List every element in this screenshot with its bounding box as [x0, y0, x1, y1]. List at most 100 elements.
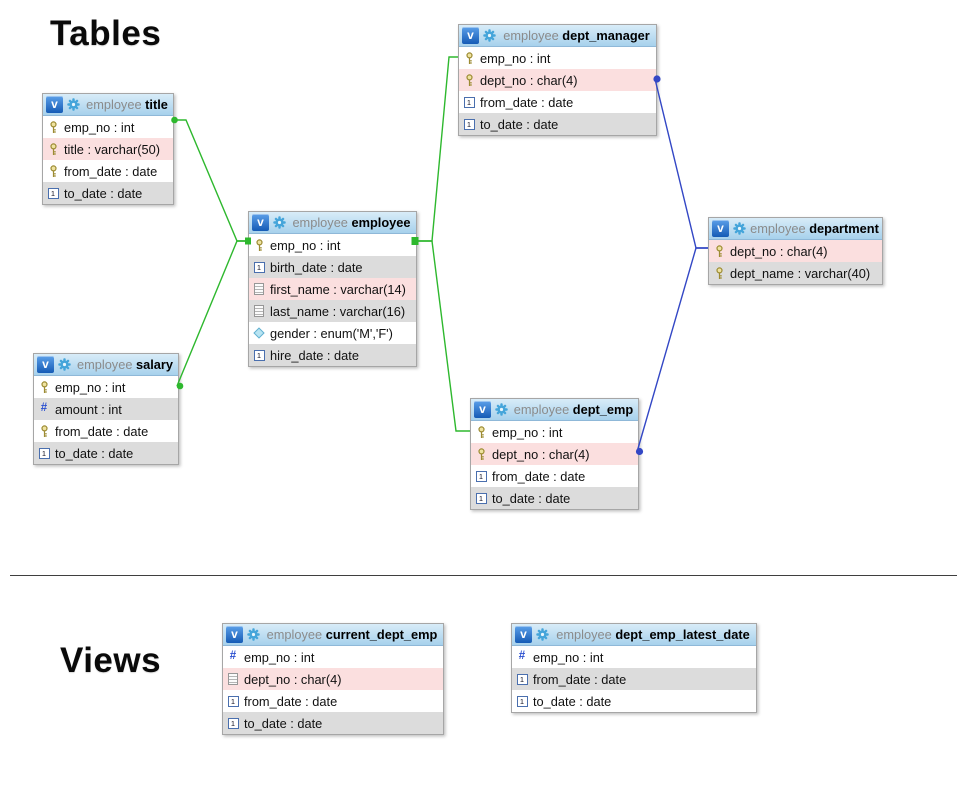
table-header[interactable]: v employee employee [249, 212, 416, 234]
column-row: to_date : date [459, 113, 656, 135]
column-row: to_date : date [34, 442, 178, 464]
table-card-title[interactable]: v employee title emp_no : int title : va… [42, 93, 174, 205]
column-row: dept_name : varchar(40) [709, 262, 882, 284]
schema-name: employee [513, 402, 570, 417]
view-badge-icon: v [515, 626, 532, 643]
table-title: employee title [84, 97, 170, 112]
column-label: from_date : date [492, 468, 586, 484]
schema-name: employee [76, 357, 133, 372]
column-row: hire_date : date [249, 344, 416, 366]
table-card-dept-manager[interactable]: v employee dept_manager emp_no : int dep… [458, 24, 657, 136]
column-row: from_date : date [43, 160, 173, 182]
column-row: to_date : date [512, 690, 756, 712]
column-row: emp_no : int [34, 376, 178, 398]
column-row: gender : enum('M','F') [249, 322, 416, 344]
table-title: employee dept_manager [500, 28, 653, 43]
primary-key-icon [47, 164, 59, 178]
column-label: to_date : date [55, 445, 134, 461]
primary-key-icon [463, 51, 475, 65]
table-name: salary [136, 357, 174, 372]
gear-icon [58, 358, 71, 371]
gear-icon [495, 403, 508, 416]
table-card-dept-emp[interactable]: v employee dept_emp emp_no : int dept_no… [470, 398, 639, 510]
gear-icon [67, 98, 80, 111]
date-icon [516, 695, 528, 707]
column-label: emp_no : int [533, 649, 604, 665]
table-header[interactable]: v employee salary [34, 354, 178, 376]
relation-line-dept-emp-department [636, 247, 708, 453]
table-name: employee [351, 215, 411, 230]
column-label: dept_no : char(4) [480, 72, 578, 88]
numeric-icon [516, 651, 528, 663]
text-icon [253, 305, 265, 317]
column-row: to_date : date [43, 182, 173, 204]
column-label: to_date : date [244, 715, 323, 731]
table-header[interactable]: v employee dept_emp [471, 399, 638, 421]
column-label: from_date : date [244, 693, 338, 709]
column-label: from_date : date [55, 423, 149, 439]
primary-key-icon [713, 244, 725, 258]
schema-name: employee [266, 627, 323, 642]
date-icon [253, 261, 265, 273]
relation-line-title-employee [172, 119, 248, 242]
column-label: emp_no : int [64, 119, 135, 135]
table-card-salary[interactable]: v employee salary emp_no : int amount : … [33, 353, 179, 465]
table-card-employee[interactable]: v employee employee emp_no : int birth_d… [248, 211, 417, 367]
column-row: from_date : date [34, 420, 178, 442]
column-row: to_date : date [223, 712, 443, 734]
table-name: dept_manager [562, 28, 650, 43]
table-header[interactable]: v employee current_dept_emp [223, 624, 443, 646]
section-divider [10, 575, 957, 576]
gear-icon [483, 29, 496, 42]
column-row: emp_no : int [512, 646, 756, 668]
primary-key-icon [47, 120, 59, 134]
table-name: dept_emp_latest_date [615, 627, 750, 642]
date-icon [227, 717, 239, 729]
relation-line-salary-employee [176, 240, 248, 387]
relation-line-dept-emp-employee [415, 240, 470, 432]
primary-key-icon [475, 425, 487, 439]
column-label: dept_no : char(4) [492, 446, 590, 462]
table-card-current-dept-emp[interactable]: v employee current_dept_emp emp_no : int… [222, 623, 444, 735]
view-badge-icon: v [46, 96, 63, 113]
column-label: amount : int [55, 401, 122, 417]
table-card-department[interactable]: v employee department dept_no : char(4) … [708, 217, 883, 285]
table-title: employee current_dept_emp [264, 627, 440, 642]
column-row: emp_no : int [459, 47, 656, 69]
gear-icon [536, 628, 549, 641]
gear-icon [247, 628, 260, 641]
table-name: title [145, 97, 168, 112]
column-row: last_name : varchar(16) [249, 300, 416, 322]
column-label: to_date : date [492, 490, 571, 506]
column-label: dept_no : char(4) [244, 671, 342, 687]
column-row: emp_no : int [223, 646, 443, 668]
date-icon [227, 695, 239, 707]
numeric-icon [227, 651, 239, 663]
gear-icon [273, 216, 286, 229]
date-icon [475, 470, 487, 482]
view-badge-icon: v [252, 214, 269, 231]
column-label: to_date : date [64, 185, 143, 201]
table-header[interactable]: v employee dept_emp_latest_date [512, 624, 756, 646]
column-row: first_name : varchar(14) [249, 278, 416, 300]
primary-key-icon [38, 380, 50, 394]
gear-icon [733, 222, 746, 235]
relation-line-dept-manager-employee [415, 56, 458, 242]
column-row: amount : int [34, 398, 178, 420]
primary-key-icon [475, 447, 487, 461]
view-badge-icon: v [37, 356, 54, 373]
date-icon [253, 349, 265, 361]
table-name: current_dept_emp [325, 627, 438, 642]
column-label: to_date : date [533, 693, 612, 709]
column-label: from_date : date [480, 94, 574, 110]
table-header[interactable]: v employee title [43, 94, 173, 116]
table-header[interactable]: v employee department [709, 218, 882, 240]
column-row: dept_no : char(4) [223, 668, 443, 690]
table-card-dept-emp-latest-date[interactable]: v employee dept_emp_latest_date emp_no :… [511, 623, 757, 713]
column-row: birth_date : date [249, 256, 416, 278]
column-label: dept_no : char(4) [730, 243, 828, 259]
table-header[interactable]: v employee dept_manager [459, 25, 656, 47]
date-icon [463, 118, 475, 130]
column-row: dept_no : char(4) [471, 443, 638, 465]
column-label: from_date : date [533, 671, 627, 687]
